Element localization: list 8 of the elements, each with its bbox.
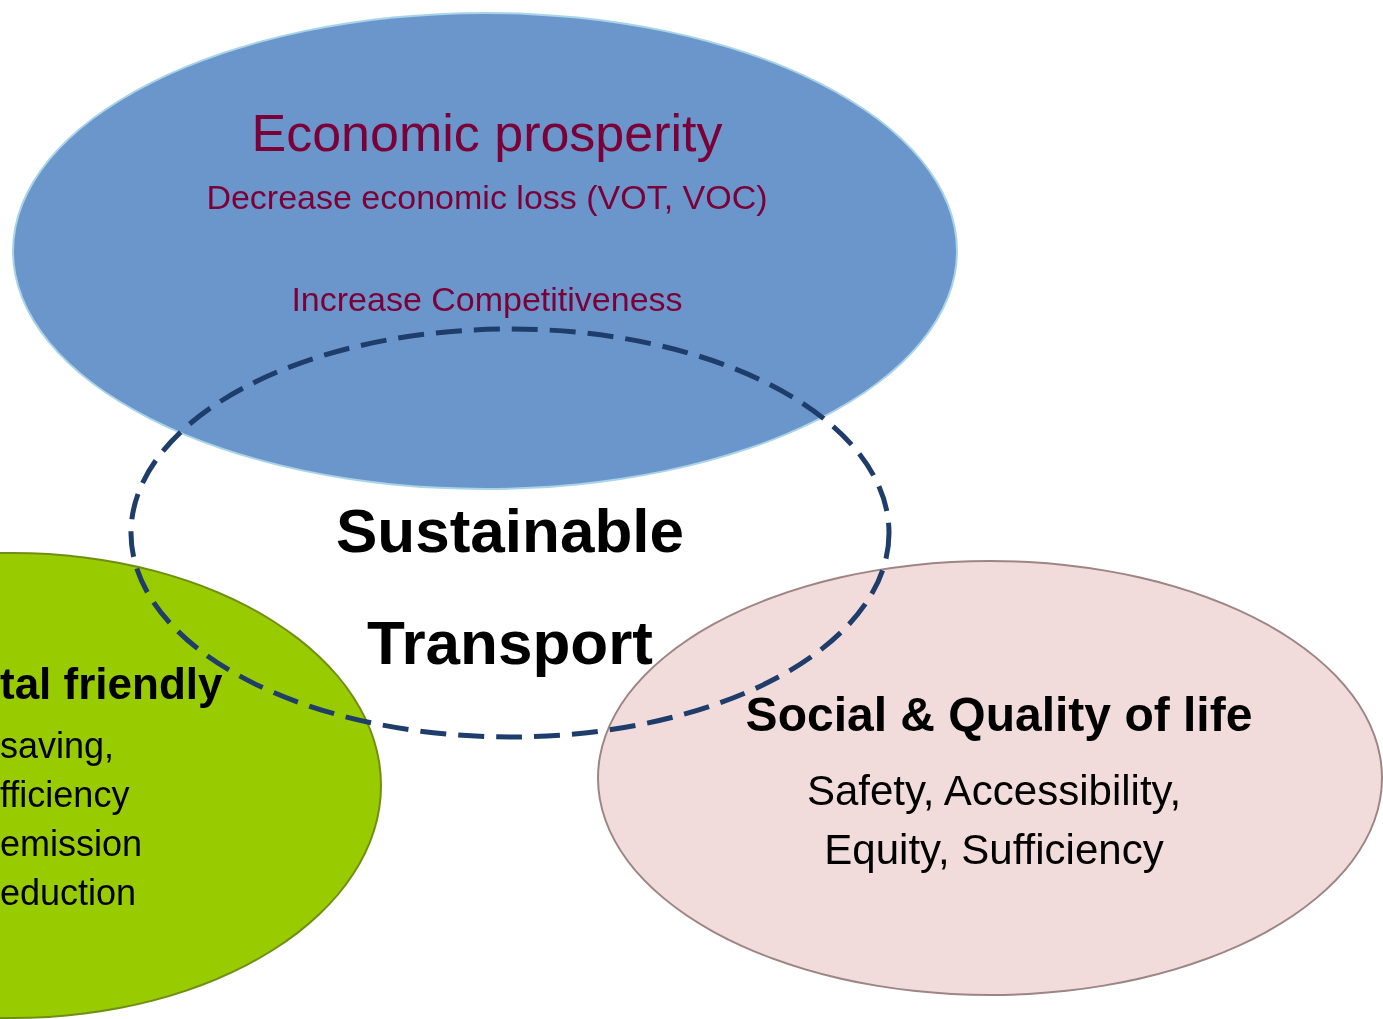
heading-text: Social & Quality of life <box>744 687 1254 743</box>
body-text: saving, fficiency emission eduction <box>0 724 144 915</box>
body-text: Safety, Accessibility, Equity, Sufficiency <box>805 766 1183 875</box>
title-text: Sustainable Transport <box>335 495 685 679</box>
body-text: Decrease economic loss (VOT, VOC) <box>205 177 769 218</box>
heading-text: Economic prosperity <box>250 103 724 164</box>
heading-text: tal friendly <box>0 658 224 710</box>
body-text: Increase Competitiveness <box>290 279 684 320</box>
